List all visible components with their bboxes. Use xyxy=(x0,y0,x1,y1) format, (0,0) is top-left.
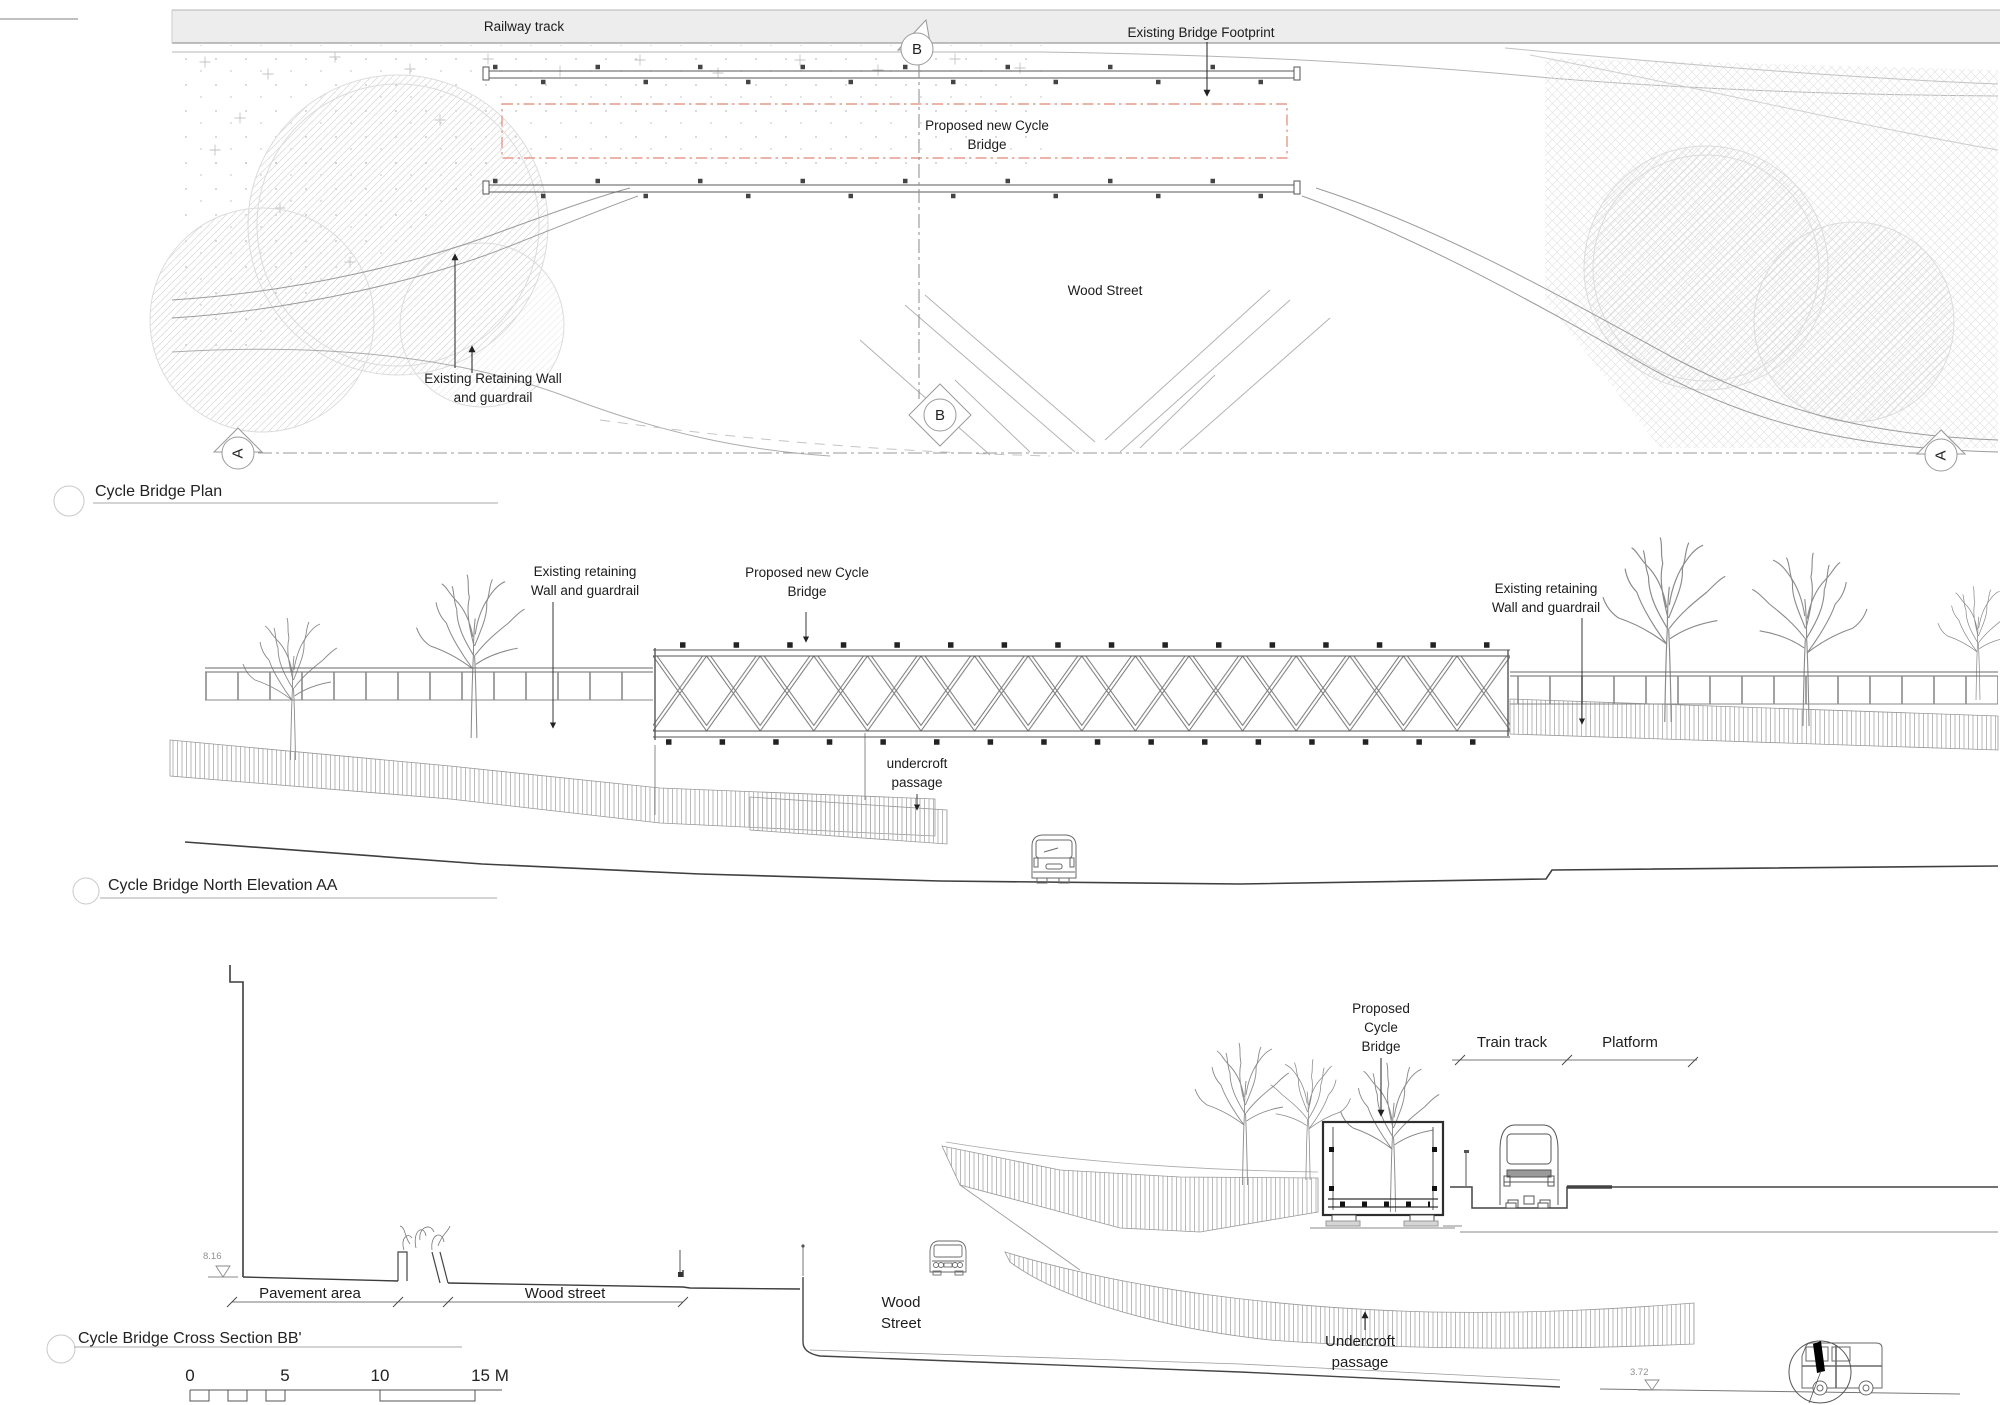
proposed-bridge-plan-label: Proposed new Cycle Bridge xyxy=(925,116,1049,154)
plan-tree-canopies xyxy=(149,74,1955,433)
elevation-ground-line xyxy=(184,841,1999,885)
scale-10: 10 xyxy=(370,1366,390,1385)
truss-bridge xyxy=(653,642,1510,745)
van-side xyxy=(1801,1342,1883,1396)
proposed-bridge-plan-line2: Bridge xyxy=(967,137,1007,152)
railway-track-label: Railway track xyxy=(483,19,565,34)
elevation-view-drawing xyxy=(72,536,2000,905)
approach-ramp-wall xyxy=(941,1145,1319,1233)
bridge-box-section xyxy=(1310,1120,1455,1229)
level-marker-816 xyxy=(208,1265,238,1278)
dimension-line-track xyxy=(1452,1054,1699,1068)
pavement-area-label: Pavement area xyxy=(259,1285,361,1302)
retaining-right-elevation-label: Existing retaining Wall and guardrail xyxy=(1492,579,1600,617)
plan-road-edges xyxy=(171,47,1999,457)
level-marker-372 xyxy=(1638,1379,1666,1391)
undercroft-elev-line1: undercroft xyxy=(886,756,948,771)
section-marker-b-top xyxy=(900,32,934,66)
dimension-line-street xyxy=(226,1296,689,1308)
elevation-title: Cycle Bridge North Elevation AA xyxy=(108,877,338,894)
cross-section-title: Cycle Bridge Cross Section BB' xyxy=(78,1330,302,1347)
pavement-surface xyxy=(242,1270,801,1290)
level-816-label: 8.16 xyxy=(203,1251,222,1262)
proposed-bridge-elevation-label: Proposed new Cycle Bridge xyxy=(745,563,869,601)
elevation-retaining-walls xyxy=(169,698,1999,845)
proposed-elev-line2: Bridge xyxy=(787,584,827,599)
plan-view-drawing xyxy=(0,9,2000,517)
plan-title-bullet xyxy=(53,485,85,517)
wood-street-dim-label: Wood street xyxy=(524,1285,606,1302)
train-front xyxy=(1499,1124,1559,1209)
retaining-right-elev-line1: Existing retaining xyxy=(1494,581,1598,596)
elevation-guardrail-left xyxy=(205,667,653,701)
retaining-wall-plan-line2: and guardrail xyxy=(453,390,533,405)
undercroft-wall xyxy=(1004,1251,1695,1349)
undercroft-passage-line2: passage xyxy=(1331,1354,1389,1371)
existing-bridge-footprint-label: Existing Bridge Footprint xyxy=(1127,25,1275,40)
section-marker-b-bottom xyxy=(923,398,957,432)
retaining-wall-plan-line1: Existing Retaining Wall xyxy=(424,371,562,386)
undercroft-elevation-label: undercroft passage xyxy=(887,754,948,792)
existing-bridge-rails xyxy=(482,64,1301,199)
marker-b-bottom-letter: B xyxy=(934,407,945,424)
scale-0: 0 xyxy=(185,1366,195,1385)
undercroft-elev-line2: passage xyxy=(891,775,943,790)
wood-street-sec-line1: Wood xyxy=(881,1294,921,1311)
section-marker-a-right xyxy=(1924,438,1958,472)
level-372-label: 3.72 xyxy=(1630,1367,1649,1378)
car-rear xyxy=(929,1240,967,1276)
proposed-elev-line1: Proposed new Cycle xyxy=(745,565,869,580)
marker-b-top-letter: B xyxy=(911,41,922,58)
wood-street-sec-line2: Street xyxy=(880,1315,922,1332)
retaining-left-elev-line2: Wall and guardrail xyxy=(530,583,640,598)
proposed-cs-line2: Cycle xyxy=(1364,1020,1398,1035)
undercroft-passage-line1: Undercroft xyxy=(1324,1333,1396,1350)
planter xyxy=(397,1225,451,1284)
wood-street-section-label: Wood Street xyxy=(881,1292,921,1334)
proposed-bridge-plan-line1: Proposed new Cycle xyxy=(925,118,1049,133)
plan-title: Cycle Bridge Plan xyxy=(95,483,223,500)
scale-15m: 15 M xyxy=(471,1366,509,1385)
retaining-left-elev-line1: Existing retaining xyxy=(533,564,637,579)
marker-a-left-letter: A xyxy=(229,448,247,459)
cross-section-drawing xyxy=(46,965,1998,1404)
section-left-wall xyxy=(229,965,244,1277)
railway-band xyxy=(172,10,2000,43)
elevation-guardrail-right xyxy=(1510,671,1998,705)
retaining-wall-plan-label: Existing Retaining Wall and guardrail xyxy=(424,369,562,407)
retaining-left-elevation-label: Existing retaining Wall and guardrail xyxy=(531,562,639,600)
road-chevron-markings xyxy=(859,289,1331,456)
track-platform-profile xyxy=(1443,1150,1998,1233)
scale-bar xyxy=(189,1389,502,1402)
platform-label: Platform xyxy=(1602,1034,1658,1051)
wood-street-plan-label: Wood Street xyxy=(1067,283,1143,298)
proposed-cs-line3: Bridge xyxy=(1361,1039,1401,1054)
proposed-bridge-section-label: Proposed Cycle Bridge xyxy=(1352,999,1410,1056)
retaining-right-elev-line2: Wall and guardrail xyxy=(1491,600,1601,615)
cross-section-title-bullet xyxy=(46,1334,76,1364)
section-marker-a-left xyxy=(221,436,255,470)
marker-a-right-letter: A xyxy=(1932,450,1950,461)
train-track-label: Train track xyxy=(1476,1034,1548,1051)
undercroft-passage-label: Undercroft passage xyxy=(1325,1331,1395,1373)
proposed-bridge-outline xyxy=(501,103,1288,159)
elevation-title-bullet xyxy=(72,877,100,905)
proposed-cs-line1: Proposed xyxy=(1352,1001,1410,1016)
north-arrow-icon xyxy=(1788,1340,1852,1404)
van-rear-elevation xyxy=(1031,834,1077,884)
scale-5: 5 xyxy=(280,1366,290,1385)
